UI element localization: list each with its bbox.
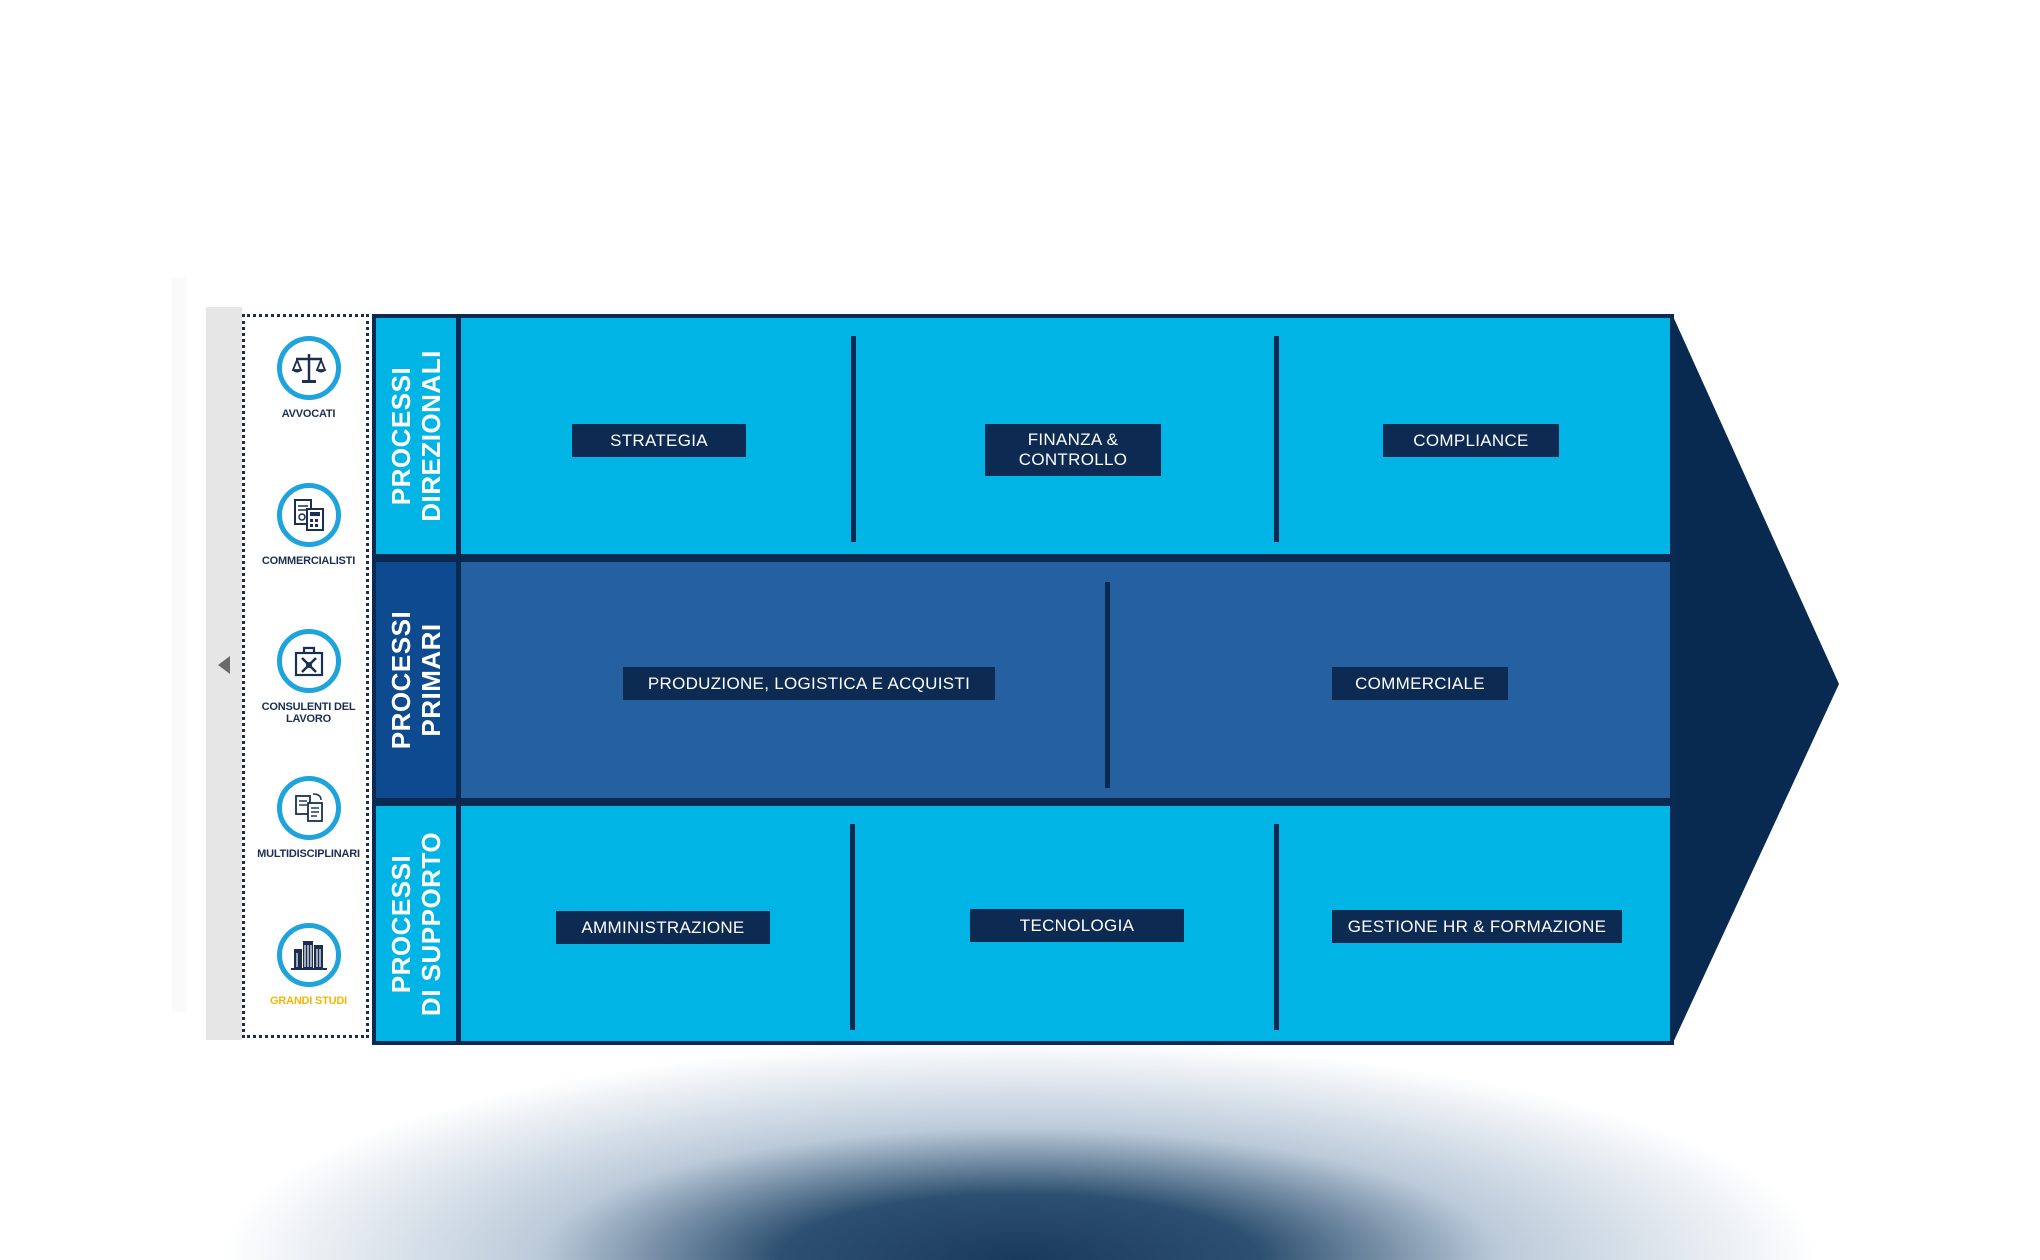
band-column-divider bbox=[456, 806, 461, 1041]
outer-frame bbox=[172, 278, 186, 1012]
calculator-icon bbox=[276, 483, 341, 547]
box-strategia[interactable]: STRATEGIA bbox=[572, 424, 746, 457]
band-label-primari: PROCESSI PRIMARI bbox=[376, 562, 456, 798]
box-tecnologia[interactable]: TECNOLOGIA bbox=[970, 909, 1184, 942]
category-grandi-studi[interactable]: GRANDI STUDI bbox=[245, 923, 372, 1007]
divider bbox=[1274, 824, 1279, 1030]
band-label-text: PROCESSI PRIMARI bbox=[386, 610, 446, 750]
category-avvocati[interactable]: AVVOCATI bbox=[245, 336, 372, 420]
buildings-icon bbox=[276, 923, 341, 987]
band-label-supporto: PROCESSI DI SUPPORTO bbox=[376, 806, 456, 1041]
bottom-fade bbox=[0, 1130, 2040, 1200]
band-column-divider bbox=[456, 318, 461, 554]
band-label-text: PROCESSI DIREZIONALI bbox=[386, 350, 447, 522]
category-label: COMMERCIALISTI bbox=[261, 555, 356, 567]
category-consulenti-lavoro[interactable]: CONSULENTI DEL LAVORO bbox=[245, 629, 372, 725]
value-chain-diagram: PROCESSI DIREZIONALI STRATEGIA FINANZA &… bbox=[372, 314, 1839, 1045]
category-label: GRANDI STUDI bbox=[269, 995, 348, 1007]
band-primari-label-bg bbox=[376, 562, 456, 798]
divider bbox=[850, 824, 855, 1030]
box-finanza-controllo[interactable]: FINANZA & CONTROLLO bbox=[985, 424, 1161, 476]
category-label: AVVOCATI bbox=[281, 408, 336, 420]
box-gestione-hr[interactable]: GESTIONE HR & FORMAZIONE bbox=[1332, 910, 1622, 943]
box-compliance[interactable]: COMPLIANCE bbox=[1383, 424, 1559, 457]
category-label: MULTIDISCIPLINARI bbox=[257, 848, 360, 860]
documents-icon bbox=[276, 776, 341, 840]
box-amministrazione[interactable]: AMMINISTRAZIONE bbox=[556, 911, 770, 944]
value-chain-arrow bbox=[1652, 314, 1839, 1045]
category-label: CONSULENTI DEL LAVORO bbox=[261, 701, 356, 725]
professional-categories-panel: AVVOCATI COMMERCIALISTI bbox=[242, 314, 369, 1038]
divider bbox=[1274, 336, 1279, 542]
band-label-direzionali: PROCESSI DIREZIONALI bbox=[376, 318, 456, 554]
toolbox-icon bbox=[276, 629, 341, 693]
box-commerciale[interactable]: COMMERCIALE bbox=[1332, 667, 1508, 700]
divider bbox=[851, 336, 856, 542]
box-produzione[interactable]: PRODUZIONE, LOGISTICA E ACQUISTI bbox=[623, 667, 995, 700]
category-commercialisti[interactable]: COMMERCIALISTI bbox=[245, 483, 372, 567]
category-multidisciplinari[interactable]: MULTIDISCIPLINARI bbox=[245, 776, 372, 860]
scales-icon bbox=[276, 336, 341, 400]
divider bbox=[1105, 582, 1110, 788]
band-label-text: PROCESSI DI SUPPORTO bbox=[386, 831, 447, 1016]
collapse-arrow-icon[interactable] bbox=[218, 656, 230, 674]
